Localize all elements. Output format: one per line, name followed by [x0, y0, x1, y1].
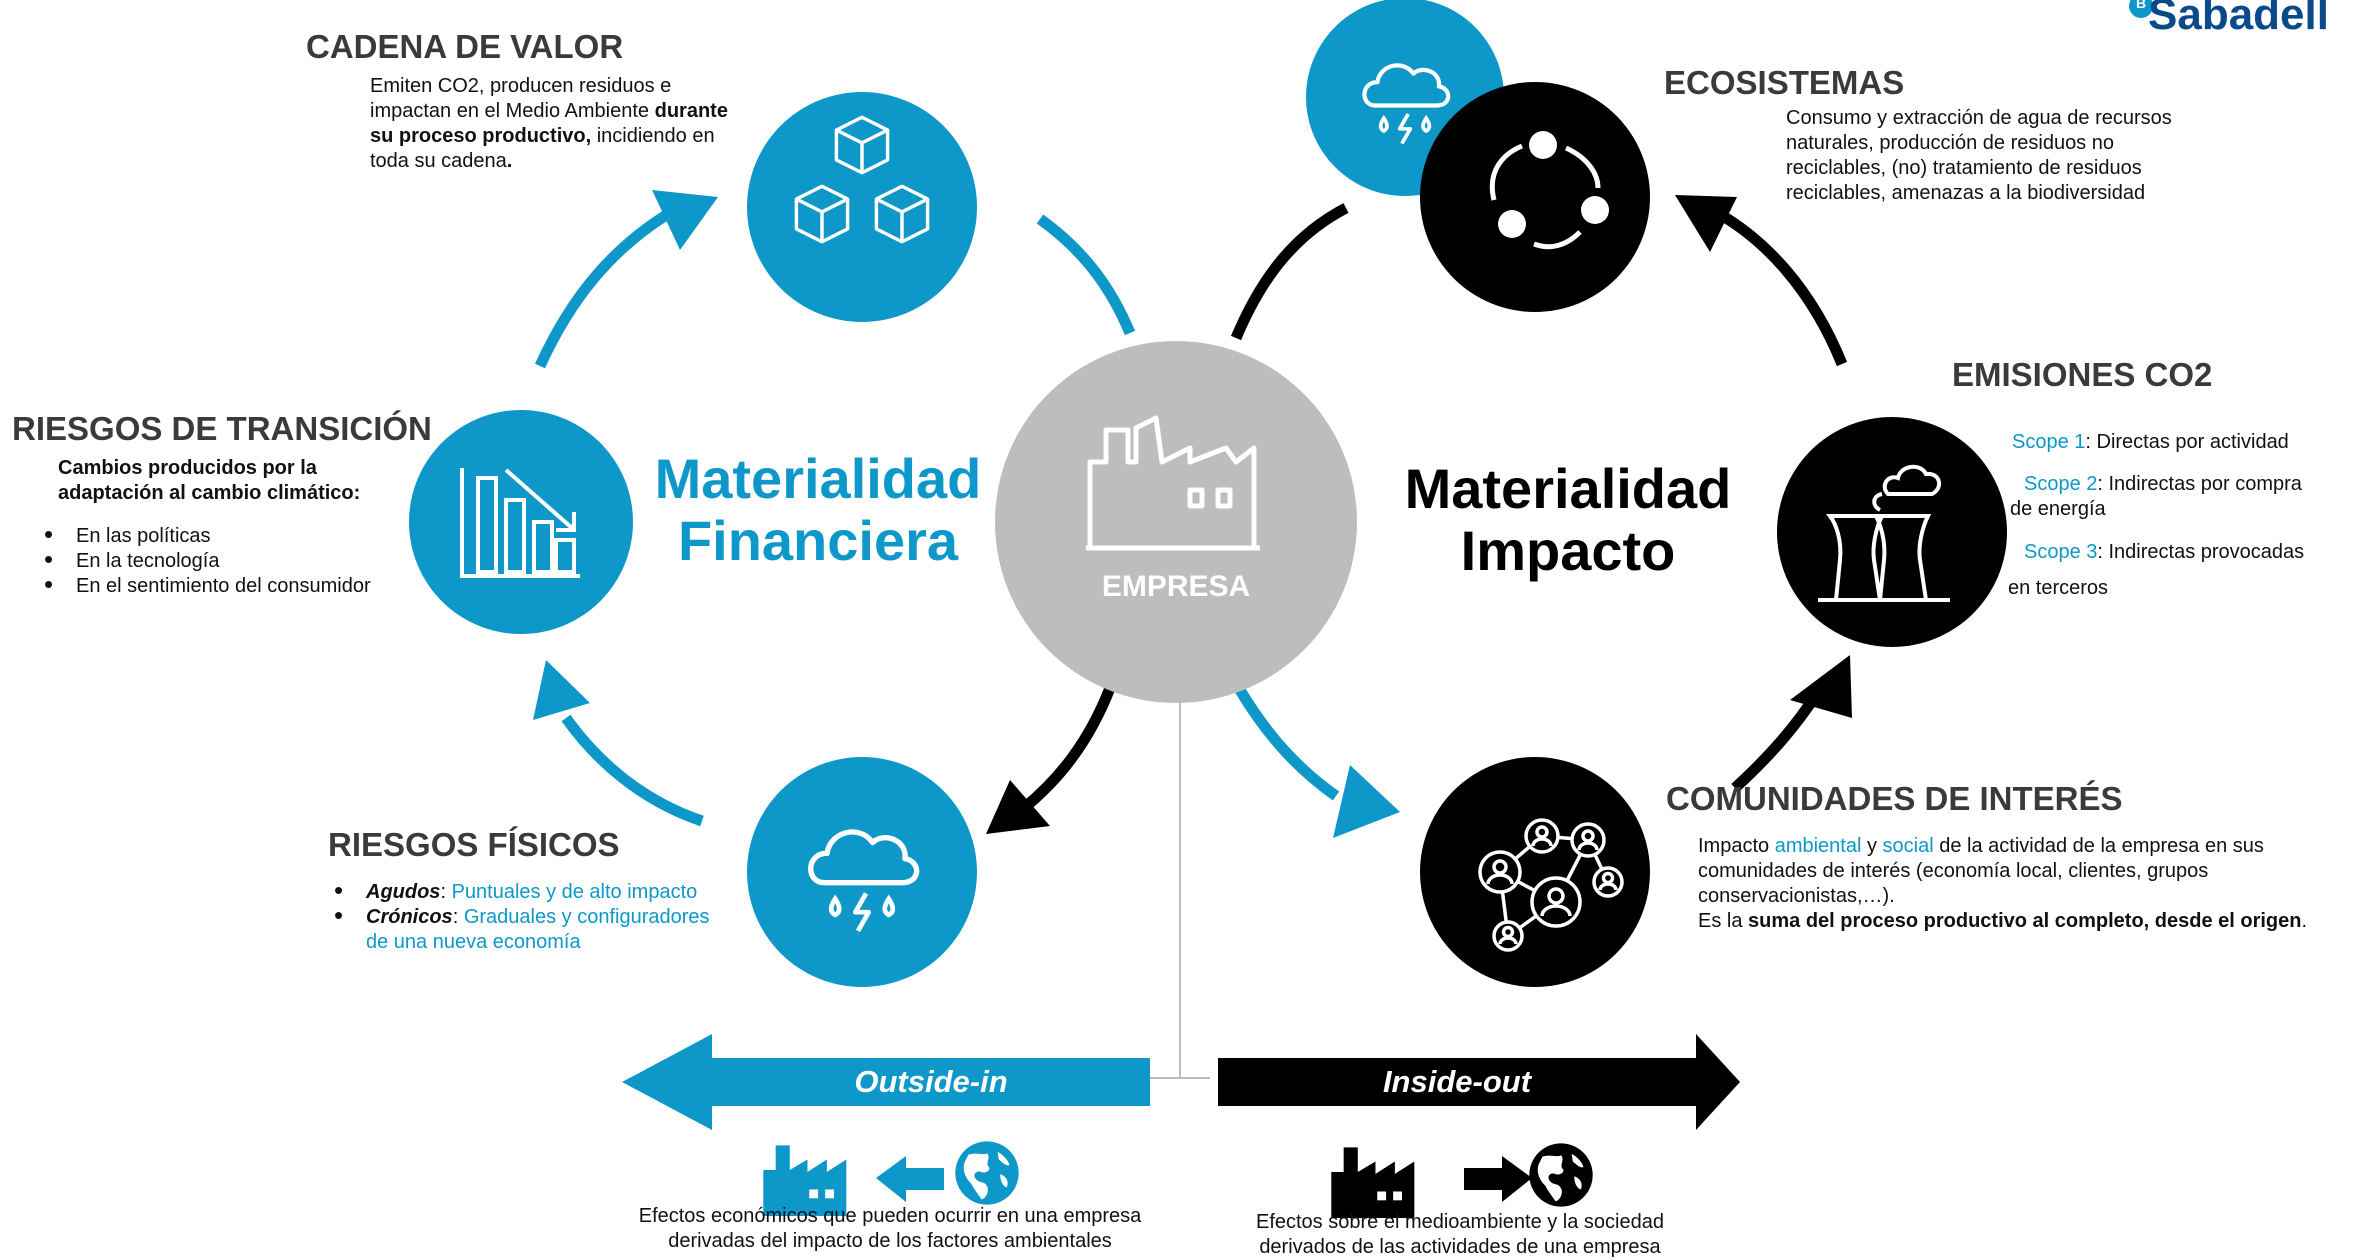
- fisicos-item2-label: Crónicos: [366, 906, 453, 928]
- factory-icon: [1086, 415, 1260, 551]
- emisiones-heading: EMISIONES CO2: [1952, 356, 2213, 393]
- cadena-line2: impactan en el Medio Ambiente durante: [370, 99, 770, 124]
- comunidades-line1: Impacto ambiental y social de la activid…: [1698, 834, 2348, 859]
- outside-icons: [763, 1141, 1019, 1216]
- network-icon: [1478, 818, 1624, 952]
- ecosistemas-circle: [1420, 82, 1650, 312]
- inside-icons: [1331, 1143, 1593, 1218]
- fisicos-list: Agudos: Puntuales y de alto impacto Crón…: [330, 878, 750, 955]
- cadena-text: Emiten CO2, producen residuos e impactan…: [370, 74, 770, 174]
- comunidades-line3: conservacionistas,…).: [1698, 885, 1895, 907]
- com-l4a: Es la: [1698, 910, 1749, 932]
- cadena-line4-a: toda su cadena: [370, 150, 507, 172]
- fisicos-circle: [747, 757, 977, 987]
- cadena-line3: su proceso productivo, incidiendo en: [370, 124, 770, 149]
- ecosistemas-text: Consumo y extracción de agua de recursos…: [1786, 106, 2246, 206]
- transicion-sub: Cambios producidos por la adaptación al …: [58, 456, 418, 506]
- cadena-circle: [747, 92, 977, 322]
- cadena-line4-b: .: [506, 150, 513, 172]
- com-l1c: y: [1861, 835, 1883, 857]
- ecosistemas-line: reciclables, (no) tratamiento de residuo…: [1786, 157, 2142, 179]
- emisiones-circle: [1777, 417, 2007, 647]
- fisicos-item2-text-a: Graduales y configuradores: [463, 906, 710, 928]
- empresa-circle: [995, 341, 1357, 703]
- com-l4b: suma del proceso productivo al completo,…: [1748, 910, 2302, 932]
- fisicos-item1-text: Puntuales y de alto impacto: [451, 881, 698, 903]
- title-impacto: Materialidad Impacto: [1398, 458, 1738, 582]
- title-impacto-line1: Materialidad: [1404, 457, 1732, 520]
- emisiones-scope3b: en terceros: [2008, 577, 2109, 599]
- cadena-line4: toda su cadena.: [370, 149, 770, 174]
- fisicos-item-agudos: Agudos: Puntuales y de alto impacto: [330, 878, 750, 905]
- title-impacto-line2: Impacto: [1460, 519, 1676, 582]
- transicion-item: En las políticas: [40, 522, 420, 549]
- cadena-line1: Emiten CO2, producen residuos e: [370, 75, 672, 97]
- transicion-list: En las políticas En la tecnología En el …: [40, 522, 420, 599]
- cadena-line3-a: su proceso productivo,: [370, 125, 592, 147]
- transicion-heading: RIESGOS DE TRANSICIÓN: [12, 410, 432, 447]
- title-financiera-line1: Materialidad: [654, 447, 982, 510]
- ecosistemas-line: naturales, producción de residuos no: [1786, 132, 2114, 154]
- com-l1d: social: [1882, 835, 1934, 857]
- emisiones-scope1: Scope 1: Directas por actividad: [2012, 430, 2289, 455]
- emisiones-scope2b: de energía: [2010, 498, 2106, 520]
- inside-caption-line1: Efectos sobre el medioambiente y la soci…: [1255, 1211, 1664, 1233]
- comunidades-circle: [1420, 757, 1650, 987]
- scope1-label: Scope 1: [2012, 431, 2086, 453]
- cadena-line3-b: incidiendo en: [591, 125, 715, 147]
- scope2-text: : Indirectas por compra: [2097, 473, 2302, 495]
- cycle-icon: [1489, 131, 1609, 250]
- ecosistemas-line: reciclables, amenazas a la biodiversidad: [1786, 182, 2146, 204]
- comunidades-line2: comunidades de interés (economía local, …: [1698, 860, 2209, 882]
- fisicos-item1-label: Agudos: [366, 881, 441, 903]
- emisiones-scope3: Scope 3: Indirectas provocadas: [2024, 540, 2304, 565]
- emisiones-scope2: Scope 2: Indirectas por compra: [2024, 472, 2302, 497]
- outside-caption-line1: Efectos económicos que pueden ocurrir en…: [638, 1205, 1142, 1227]
- cadena-line2-b: durante: [654, 100, 728, 122]
- ecosistemas-line: Consumo y extracción de agua de recursos: [1786, 107, 2172, 129]
- fisicos-heading: RIESGOS FÍSICOS: [328, 826, 620, 863]
- inside-caption: Efectos sobre el medioambiente y la soci…: [1160, 1210, 1760, 1260]
- com-l1b: ambiental: [1774, 835, 1862, 857]
- scope2-label: Scope 2: [2024, 473, 2098, 495]
- brand-badge: B: [2135, 0, 2147, 11]
- sabadell-badge-icon: [2129, 0, 2153, 18]
- ecosistemas-heading: ECOSISTEMAS: [1664, 64, 1905, 101]
- scope1-text: : Directas por actividad: [2085, 431, 2289, 453]
- outside-caption-line2: derivadas del impacto de los factores am…: [668, 1230, 1112, 1252]
- fisicos-item1-sep: :: [440, 881, 452, 903]
- inside-caption-line2: derivados de las actividades de una empr…: [1259, 1236, 1661, 1258]
- power-plant-icon: [1818, 464, 1950, 602]
- cadena-heading: CADENA DE VALOR: [306, 28, 624, 65]
- title-financiera-line2: Financiera: [677, 509, 959, 572]
- transicion-circle: [409, 410, 633, 634]
- comunidades-line4: Es la suma del proceso productivo al com…: [1698, 909, 2348, 934]
- fisicos-item-cronicos: Crónicos: Graduales y configuradores de u…: [330, 903, 750, 955]
- cadena-line2-a: impactan en el Medio Ambiente: [370, 100, 655, 122]
- transicion-sub2: adaptación al cambio climático:: [58, 482, 361, 504]
- fisicos-item2-text-b: de una nueva economía: [366, 931, 581, 953]
- com-l1e: de la actividad de la empresa en sus: [1933, 835, 2264, 857]
- com-l1a: Impacto: [1698, 835, 1775, 857]
- left-arrow-icon: [622, 1034, 1150, 1130]
- outside-in-label: Outside-in: [854, 1064, 1008, 1099]
- comunidades-text: Impacto ambiental y social de la activid…: [1698, 834, 2348, 934]
- transicion-item: En el sentimiento del consumidor: [40, 572, 420, 599]
- transicion-item: En la tecnología: [40, 547, 420, 574]
- empresa-label: EMPRESA: [1101, 570, 1251, 603]
- scope3-label: Scope 3: [2024, 541, 2098, 563]
- right-arrow-icon: [1218, 1034, 1740, 1130]
- fisicos-item2-sep: :: [452, 906, 464, 928]
- com-l4c: .: [2301, 910, 2308, 932]
- comunidades-heading: COMUNIDADES DE INTERÉS: [1666, 780, 2123, 817]
- brand-logo: Sabadell: [2148, 0, 2329, 39]
- declining-chart-icon: [460, 468, 580, 578]
- title-financiera: Materialidad Financiera: [648, 448, 988, 572]
- outside-caption: Efectos económicos que pueden ocurrir en…: [580, 1204, 1200, 1254]
- scope3-text: : Indirectas provocadas: [2097, 541, 2305, 563]
- inside-out-label: Inside-out: [1382, 1064, 1532, 1099]
- transicion-sub1: Cambios producidos por la: [58, 457, 317, 479]
